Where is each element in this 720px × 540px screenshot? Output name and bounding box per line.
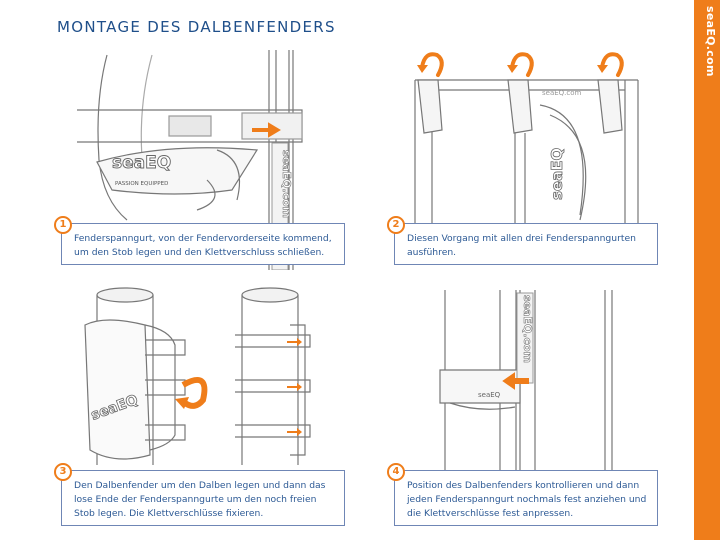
rotate-arrow-icon <box>510 52 534 77</box>
step-1-caption: 1 Fenderspanngurt, von der Fendervorders… <box>54 216 345 265</box>
step-3-illustration: seaEQ <box>75 285 345 475</box>
step-3-text: Den Dalbenfender um den Dalben legen und… <box>74 480 326 519</box>
rotate-arrow-icon <box>600 52 624 77</box>
step-number-badge: 2 <box>387 216 405 234</box>
rotate-arrow-icon <box>181 377 208 409</box>
arrow-right-icon <box>287 428 302 436</box>
page-title: MONTAGE DES DALBENFENDERS <box>57 18 336 36</box>
step-2-text: Diesen Vorgang mit allen drei Fenderspan… <box>407 233 636 258</box>
logo-subtitle: PASSION EQUIPPED <box>115 181 168 187</box>
logo-text: seaEQ <box>548 148 566 200</box>
logo-text: seaEQ <box>112 153 171 173</box>
step-number-badge: 1 <box>54 216 72 234</box>
step-3-caption: 3 Den Dalbenfender um den Dalben legen u… <box>54 463 345 526</box>
brand-sidebar: seaEQ.com <box>694 0 720 540</box>
step-4-text: Position des Dalbenfenders kontrollieren… <box>407 480 647 519</box>
step-2-illustration: seaEQ seaEQ.com <box>390 45 670 265</box>
step-4-illustration: seaEQ.com seaEQ <box>420 285 660 475</box>
web-text: seaEQ.com <box>280 150 293 218</box>
step-1-illustration: seaEQ PASSION EQUIPPED seaEQ.com <box>57 50 347 270</box>
arrow-right-icon <box>287 338 302 346</box>
web-text: seaEQ.com <box>521 295 534 363</box>
brand-url: seaEQ.com <box>704 6 717 77</box>
arrow-right-icon <box>252 122 281 138</box>
web-text: seaEQ.com <box>542 89 582 97</box>
step-1-text: Fenderspanngurt, von der Fendervordersei… <box>74 233 332 258</box>
arrow-right-icon <box>287 383 302 391</box>
step-number-badge: 4 <box>387 463 405 481</box>
step-2-caption: 2 Diesen Vorgang mit allen drei Fendersp… <box>387 216 658 265</box>
logo-text: seaEQ <box>478 391 501 399</box>
arrow-left-icon <box>502 372 529 390</box>
rotate-arrow-icon <box>420 52 444 77</box>
step-4-caption: 4 Position des Dalbenfenders kontrollier… <box>387 463 658 526</box>
step-number-badge: 3 <box>54 463 72 481</box>
